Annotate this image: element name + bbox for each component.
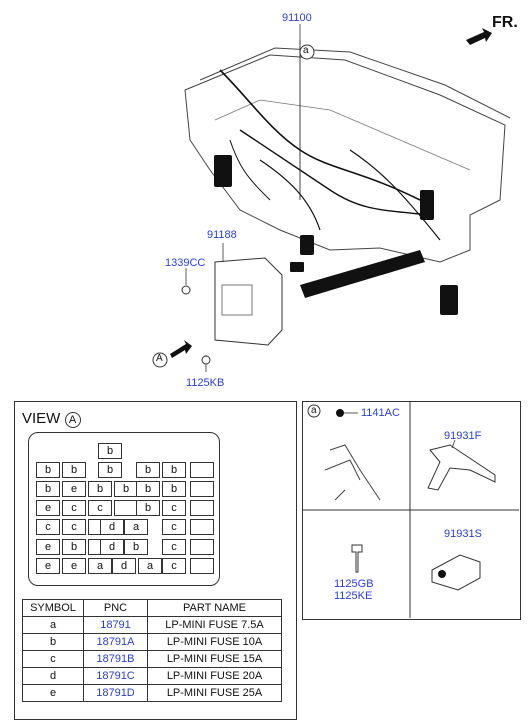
fuse-slot: c [162,519,186,535]
fuse-slot: d [112,558,136,574]
fr-arrow-icon [466,28,492,45]
fuse-slot: c [162,539,186,555]
legend-header-symbol: SYMBOL [22,599,84,617]
view-a-panel [14,401,297,720]
fuse-legend-table: SYMBOL PNC PART NAME a 18791 LP-MINI FUS… [22,599,282,702]
fuse-slot: b [136,500,160,516]
legend-row: a 18791 LP-MINI FUSE 7.5A [22,616,282,634]
harness-wire-6 [229,139,271,201]
view-title: VIEW A [22,410,81,428]
bolt-1339cc-icon [181,285,191,295]
label-1125kb[interactable]: 1125KB [186,377,225,389]
fuse-slot: e [36,500,60,516]
fuse-slot: a [124,519,148,535]
label-91100[interactable]: 91100 [282,12,312,24]
fuse-slot [190,462,214,478]
fuse-slot: b [124,539,148,555]
bolt-1125kb-icon [201,355,211,365]
fuse-slot: a [138,558,162,574]
legend-pnc-link[interactable]: 18791 [83,616,148,634]
fuse-slot: b [36,462,60,478]
harness-band [300,250,425,298]
fuse-slot: c [162,558,186,574]
clip-91931s-hole [438,570,446,578]
harness-wire-5 [349,149,441,241]
fuse-slot: d [100,539,124,555]
fuse-slot: b [162,481,186,497]
fuse-slot: b [62,462,86,478]
fuse-slot: e [36,539,60,555]
harness-illustration [152,24,511,372]
view-title-text: VIEW [22,410,61,427]
legend-row: e 18791D LP-MINI FUSE 25A [22,684,282,702]
junction-box-fuse-area [221,284,253,316]
label-91931s[interactable]: 91931S [444,528,482,540]
fr-label: FR. [492,14,518,31]
connector-mid [300,235,314,255]
bolt-1141ac-icon [336,409,344,417]
fuse-slot: b [88,481,112,497]
connector-small [290,262,304,272]
fuse-slot [190,558,214,574]
fuse-slot: b [136,462,160,478]
label-1141ac[interactable]: 1141AC [361,407,400,419]
fuse-slot: a [88,558,112,574]
callout-a-small-text: a [311,405,317,416]
harness-wire-2 [239,129,431,216]
fuse-slot: b [62,539,86,555]
dashboard-inner [214,99,471,171]
legend-part-name: LP-MINI FUSE 25A [147,684,282,702]
bracket-1141ac-sketch [324,444,381,501]
fuse-slot: b [98,462,122,478]
fuse-slot: c [88,500,112,516]
fuse-slot: c [62,519,86,535]
leader-91931f [451,439,456,449]
clip-91931s-sketch [431,554,481,591]
connector-right-2 [440,285,458,315]
fuse-slot: c [162,500,186,516]
bracket-91931f-sketch [427,444,496,491]
fuse-box [28,432,220,586]
connector-left [214,155,232,187]
fuse-slot: e [36,558,60,574]
callout-a-circle-small [307,404,321,418]
legend-row: b 18791A LP-MINI FUSE 10A [22,633,282,651]
fuse-slot: b [162,462,186,478]
bolt-1125gb-icon [351,544,363,573]
fuse-slot: d [100,519,124,535]
dashboard-outline [184,54,506,263]
fuse-slot [190,519,214,535]
label-1339cc[interactable]: 1339CC [165,257,206,269]
connector-right-1 [420,190,434,220]
callout-a-text: a [303,45,309,56]
view-a-letter: A [156,353,163,364]
view-title-circle: A [64,412,81,428]
label-91188[interactable]: 91188 [207,229,237,241]
fuse-slot: c [36,519,60,535]
fuse-slot [190,500,214,516]
view-a-arrow-icon [170,340,192,358]
label-1125ke[interactable]: 1125KE [334,590,373,602]
junction-box [214,257,283,346]
fuse-slot: b [36,481,60,497]
harness-wire-3 [259,159,321,231]
fuse-slot: e [62,481,86,497]
fuse-slot: c [62,500,86,516]
fuse-slot: e [62,558,86,574]
fuse-slot: b [98,443,122,459]
dashboard-top-edge [199,47,511,119]
label-91931f[interactable]: 91931F [444,430,482,442]
callout-a-circle [299,44,315,60]
legend-pnc-link[interactable]: 18791C [83,667,148,685]
view-a-circle [152,352,168,368]
fuse-slot [190,481,214,497]
fuse-slot [190,539,214,555]
legend-header-row: SYMBOL PNC PART NAME [22,599,282,617]
fuse-slot: b [136,481,160,497]
label-1125gb[interactable]: 1125GB [334,578,374,590]
